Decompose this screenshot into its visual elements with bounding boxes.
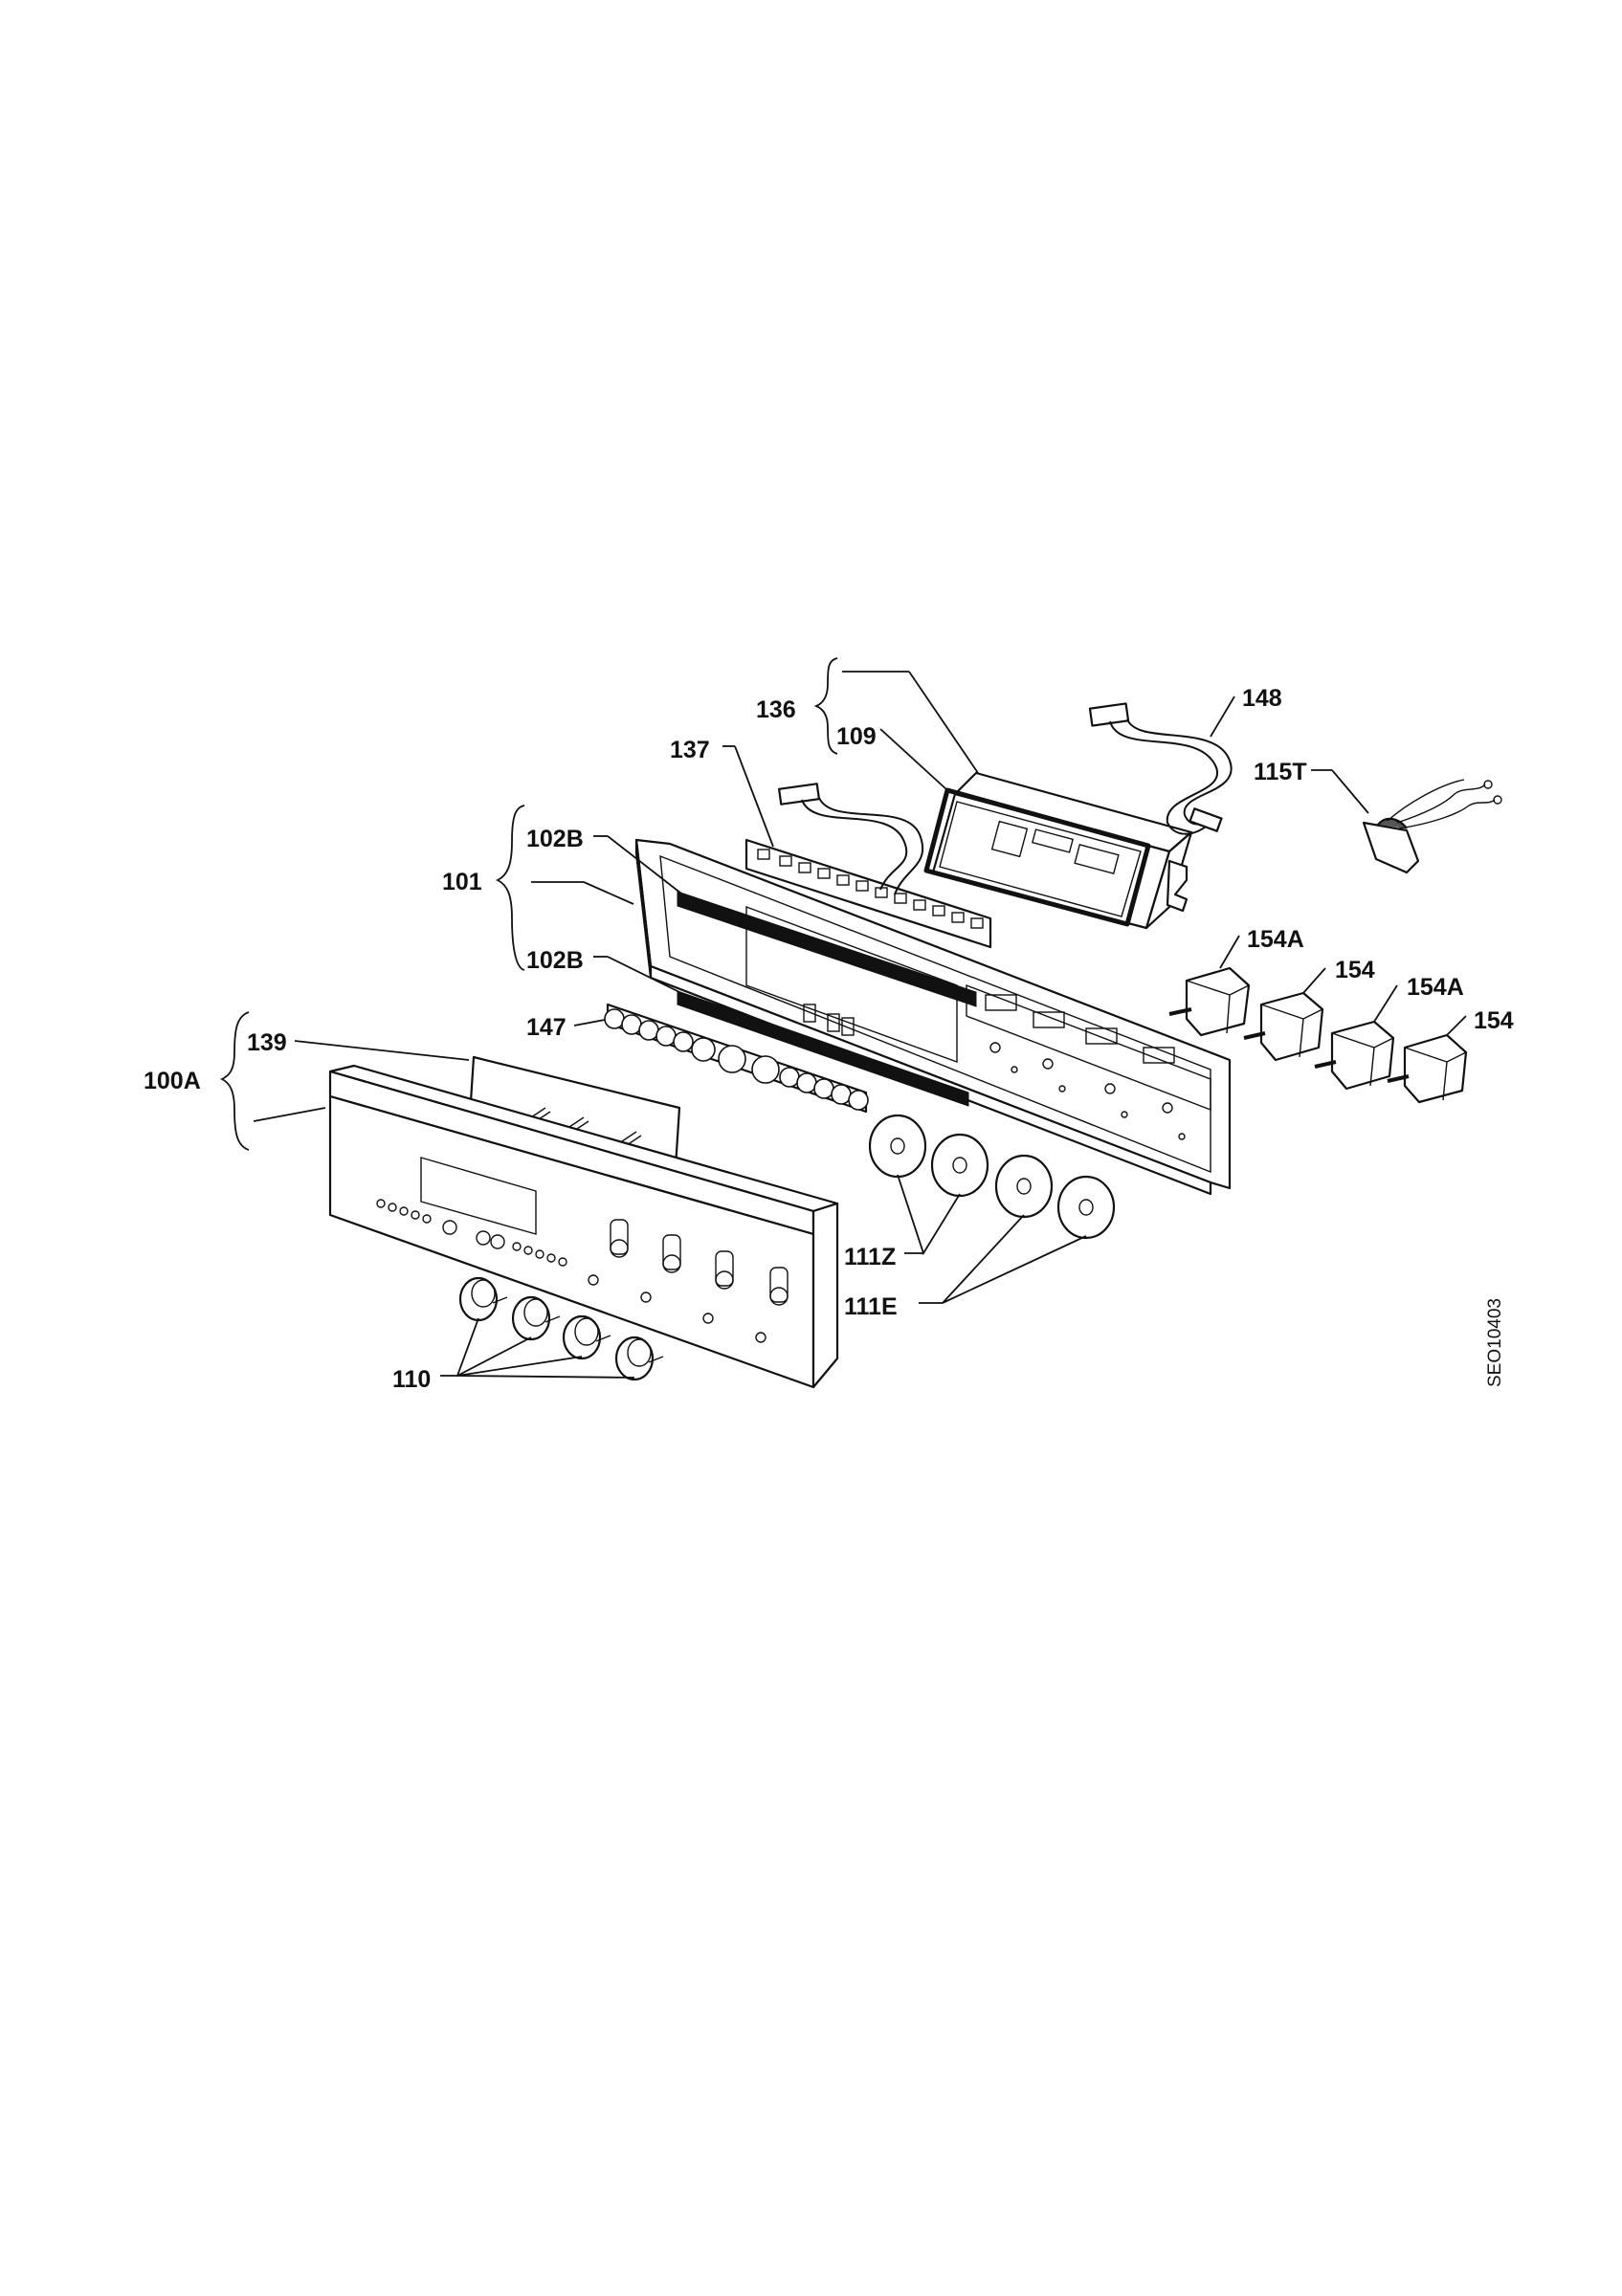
label-111E: 111E	[844, 1293, 898, 1320]
thermostat-115T	[1362, 779, 1502, 874]
button-strip-147	[604, 1003, 869, 1114]
label-101: 101	[442, 869, 482, 895]
label-154-2: 154	[1474, 1007, 1514, 1034]
label-115T: 115T	[1254, 759, 1307, 785]
label-139: 139	[247, 1029, 287, 1056]
front-panel-100A	[328, 1064, 839, 1389]
label-148: 148	[1242, 685, 1282, 712]
knob-bezels-111	[868, 1114, 1116, 1240]
control-knobs-110	[458, 1276, 664, 1381]
label-154A-2: 154A	[1407, 974, 1464, 1001]
rotary-switches-154	[1168, 966, 1468, 1104]
label-102B-top: 102B	[526, 826, 584, 852]
gasket-strips-102B	[677, 891, 977, 1107]
label-110: 110	[392, 1366, 431, 1393]
switch-board-137	[744, 783, 992, 949]
display-module	[923, 771, 1193, 930]
label-147: 147	[526, 1014, 567, 1041]
label-109: 109	[836, 723, 877, 750]
drawing-code: SEO10403	[1485, 1298, 1505, 1387]
leader-lines	[219, 657, 1467, 1379]
label-100A: 100A	[144, 1068, 201, 1094]
label-154A-1: 154A	[1247, 926, 1304, 953]
label-136: 136	[756, 696, 796, 723]
label-137: 137	[670, 737, 710, 763]
label-102B-bottom: 102B	[526, 947, 584, 974]
ribbon-cable-148	[1088, 702, 1233, 835]
part-labels: 136 148 109 137 115T 102B 101 154A 154 1…	[144, 685, 1514, 1393]
label-154-1: 154	[1335, 957, 1375, 983]
label-111Z: 111Z	[844, 1244, 896, 1270]
